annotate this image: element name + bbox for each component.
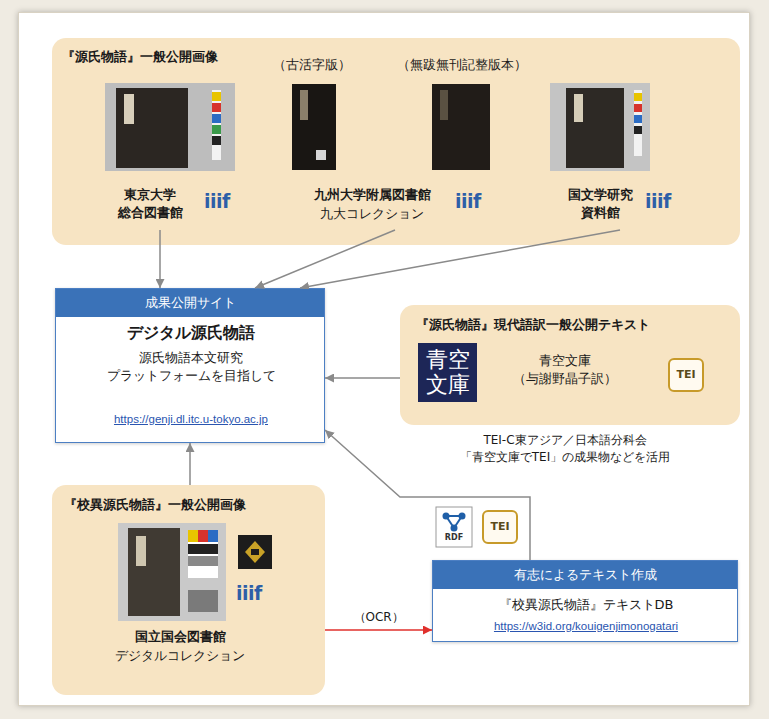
- book-cover: [432, 84, 490, 170]
- color-patch: [212, 103, 221, 112]
- iiif-logo: iiif: [645, 190, 671, 213]
- collection-name: デジタルコレクション: [100, 647, 260, 665]
- shelf-label: [316, 150, 326, 160]
- color-patch: [634, 104, 642, 112]
- graph-node: [451, 525, 458, 532]
- photo-ground: [118, 523, 226, 621]
- book-photo: [292, 84, 336, 170]
- color-chart: [634, 90, 642, 156]
- library-name: 国文学研究 資料館: [564, 186, 636, 222]
- site-box: 成果公開サイトデジタル源氏物語源氏物語本文研究 プラットフォームを目指して htt…: [55, 288, 325, 443]
- edition-name: （無跋無刊記整版本）: [392, 56, 532, 74]
- connector-arrow: [189, 443, 191, 485]
- note-text: TEI-C東アジア／日本語分科会 「青空文庫でTEI」の成果物などを活用: [435, 432, 695, 467]
- logo-emblem: [245, 541, 265, 563]
- color-patch: [198, 530, 208, 542]
- library-name: 国立国会図書館: [100, 628, 260, 646]
- rdf-logo-text: RDF: [439, 533, 469, 543]
- title-slip: [574, 94, 583, 122]
- site-subtitle: 源氏物語本文研究 プラットフォームを目指して: [101, 349, 281, 385]
- gray-scale: [188, 556, 218, 566]
- logo-ground: [238, 535, 272, 569]
- header-bar: 成果公開サイト: [56, 289, 324, 317]
- color-patch: [212, 114, 221, 123]
- book-photo: [118, 523, 226, 621]
- book-cover: [128, 528, 180, 616]
- color-patch: [634, 115, 642, 123]
- color-patch: [634, 93, 642, 101]
- collection-name: 九大コレクション: [307, 205, 437, 223]
- logo-emblem: [251, 549, 259, 555]
- color-patch: [212, 92, 221, 101]
- url-link: https://w3id.org/kouigenjimonogatari: [441, 618, 731, 635]
- edge-label: （OCR）: [351, 609, 407, 626]
- tei-logo: TEI: [482, 510, 518, 544]
- color-patch: [208, 530, 218, 542]
- title-slip: [300, 90, 308, 120]
- color-chart: [188, 530, 218, 578]
- color-patch: [634, 126, 642, 134]
- database-name: 『校異源氏物語』テキストDB: [441, 596, 731, 615]
- color-chart: [212, 90, 221, 160]
- library-name: 東京大学 総合図書館: [112, 186, 188, 222]
- color-patch: [188, 530, 198, 542]
- header-bar: 有志によるテキスト作成: [433, 561, 737, 589]
- title-slip: [124, 94, 134, 124]
- photo-ground: [105, 83, 235, 171]
- rdf-logo: [436, 507, 472, 547]
- source-name: 青空文庫 （与謝野晶子訳）: [505, 352, 625, 388]
- photo-ground: [550, 83, 650, 171]
- connector-arrow: [325, 629, 432, 631]
- title-slip: [136, 536, 146, 566]
- book-cover: [116, 88, 188, 168]
- book-cover: [566, 88, 624, 168]
- library-name: 九州大学附属図書館: [307, 186, 437, 204]
- book-photo: [432, 84, 490, 170]
- aozora-logo: 青空文庫: [418, 343, 477, 402]
- book-cover: [292, 84, 336, 170]
- book-photo: [105, 83, 235, 171]
- url-link: https://genji.dl.itc.u-tokyo.ac.jp: [61, 411, 321, 428]
- iiif-logo: iiif: [236, 582, 262, 605]
- scale-bar: [188, 590, 218, 612]
- panel-heading: 『源氏物語』現代語訳一般公開テキスト: [416, 316, 650, 335]
- panel-heading: 『校異源氏物語』一般公開画像: [64, 496, 246, 515]
- tei-logo: TEI: [668, 358, 704, 392]
- connector-arrow: [325, 430, 530, 560]
- gray-scale: [188, 544, 218, 554]
- title-slip: [440, 90, 448, 120]
- logo-frame: [436, 507, 472, 547]
- site-title: デジタル源氏物語: [71, 321, 311, 344]
- iiif-logo: iiif: [204, 190, 230, 213]
- color-patch: [212, 125, 221, 134]
- iiif-logo: iiif: [455, 190, 481, 213]
- book-photo: [550, 83, 650, 171]
- site-box: 有志によるテキスト作成『校異源氏物語』テキストDB https://w3id.or…: [432, 560, 738, 642]
- graph-node: [443, 513, 450, 520]
- graph-node: [459, 513, 466, 520]
- connector-arrow: [159, 230, 161, 288]
- ndl-logo: [238, 535, 272, 569]
- edition-name: （古活字版）: [257, 56, 367, 74]
- connector-arrow: [325, 377, 400, 379]
- color-patch: [212, 136, 221, 145]
- panel-heading: 『源氏物語』一般公開画像: [62, 48, 218, 67]
